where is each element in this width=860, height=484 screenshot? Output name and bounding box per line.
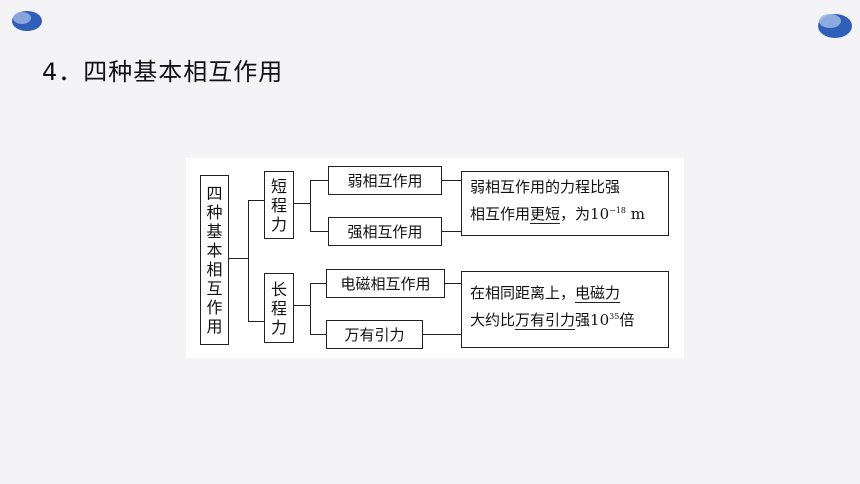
connector bbox=[229, 258, 249, 260]
decorative-blob-left bbox=[12, 11, 42, 31]
root-char: 相 bbox=[206, 260, 223, 279]
connector bbox=[310, 283, 328, 285]
short-range-char: 程 bbox=[270, 195, 287, 215]
connector bbox=[310, 283, 312, 335]
long-range-char: 长 bbox=[270, 279, 287, 299]
connector bbox=[248, 200, 264, 202]
root-char: 四 bbox=[206, 184, 223, 203]
underlined-answer: 万有引力 bbox=[515, 311, 576, 330]
note-text: 大约比 bbox=[470, 311, 516, 329]
note-text: 在相同距离上， bbox=[470, 284, 576, 302]
weak-interaction-box: 弱相互作用 bbox=[328, 166, 442, 195]
note-text: 强10 bbox=[575, 311, 610, 329]
long-range-box: 长 程 力 bbox=[264, 273, 294, 343]
long-range-char: 力 bbox=[270, 317, 287, 337]
em-interaction-box: 电磁相互作用 bbox=[326, 269, 445, 298]
connector bbox=[310, 231, 328, 233]
note-line: 大约比万有引力强1035倍 bbox=[470, 305, 660, 332]
connector bbox=[310, 334, 328, 336]
connector bbox=[310, 180, 312, 232]
root-char: 基 bbox=[206, 222, 223, 241]
note-text: 倍 bbox=[619, 311, 635, 329]
note-line: 在相同距离上，电磁力 bbox=[470, 281, 660, 305]
underlined-answer: 电磁力 bbox=[575, 284, 621, 303]
short-range-char: 力 bbox=[270, 214, 287, 234]
strong-interaction-box: 强相互作用 bbox=[328, 217, 442, 246]
unit: m bbox=[626, 205, 646, 223]
connector bbox=[442, 231, 461, 233]
short-range-char: 短 bbox=[270, 176, 287, 196]
page-title: 4．四种基本相互作用 bbox=[42, 58, 284, 86]
connector bbox=[294, 305, 311, 307]
decorative-blob-right bbox=[818, 14, 852, 38]
long-range-char: 程 bbox=[270, 298, 287, 318]
connector bbox=[294, 203, 311, 205]
note-text: ，为10 bbox=[560, 205, 610, 223]
forces-diagram: 四 种 基 本 相 互 作 用 短 程 力 长 程 力 弱相互作用 强相互作用 … bbox=[186, 158, 684, 358]
exponent: 35 bbox=[609, 312, 620, 321]
connector bbox=[248, 200, 250, 322]
note-line: 弱相互作用的力程比强 bbox=[470, 175, 660, 199]
underlined-answer: 更短 bbox=[530, 205, 561, 224]
note-text: 弱相互作用的力程比强 bbox=[470, 178, 621, 196]
note-short-range: 弱相互作用的力程比强 相互作用更短，为10−18 m bbox=[461, 171, 669, 236]
root-box: 四 种 基 本 相 互 作 用 bbox=[200, 175, 229, 345]
root-char: 用 bbox=[206, 317, 223, 336]
root-char: 作 bbox=[206, 298, 223, 317]
root-char: 本 bbox=[206, 241, 223, 260]
root-char: 种 bbox=[206, 203, 223, 222]
short-range-box: 短 程 力 bbox=[264, 171, 294, 239]
note-text: 相互作用 bbox=[470, 205, 531, 223]
exponent: −18 bbox=[609, 206, 627, 215]
connector bbox=[442, 180, 461, 182]
connector bbox=[423, 334, 461, 336]
note-line: 相互作用更短，为10−18 m bbox=[470, 199, 660, 226]
root-char: 互 bbox=[206, 279, 223, 298]
connector bbox=[445, 283, 461, 285]
note-long-range: 在相同距离上，电磁力 大约比万有引力强1035倍 bbox=[461, 271, 669, 348]
gravity-box: 万有引力 bbox=[326, 320, 423, 349]
connector bbox=[310, 180, 328, 182]
connector bbox=[248, 321, 264, 323]
